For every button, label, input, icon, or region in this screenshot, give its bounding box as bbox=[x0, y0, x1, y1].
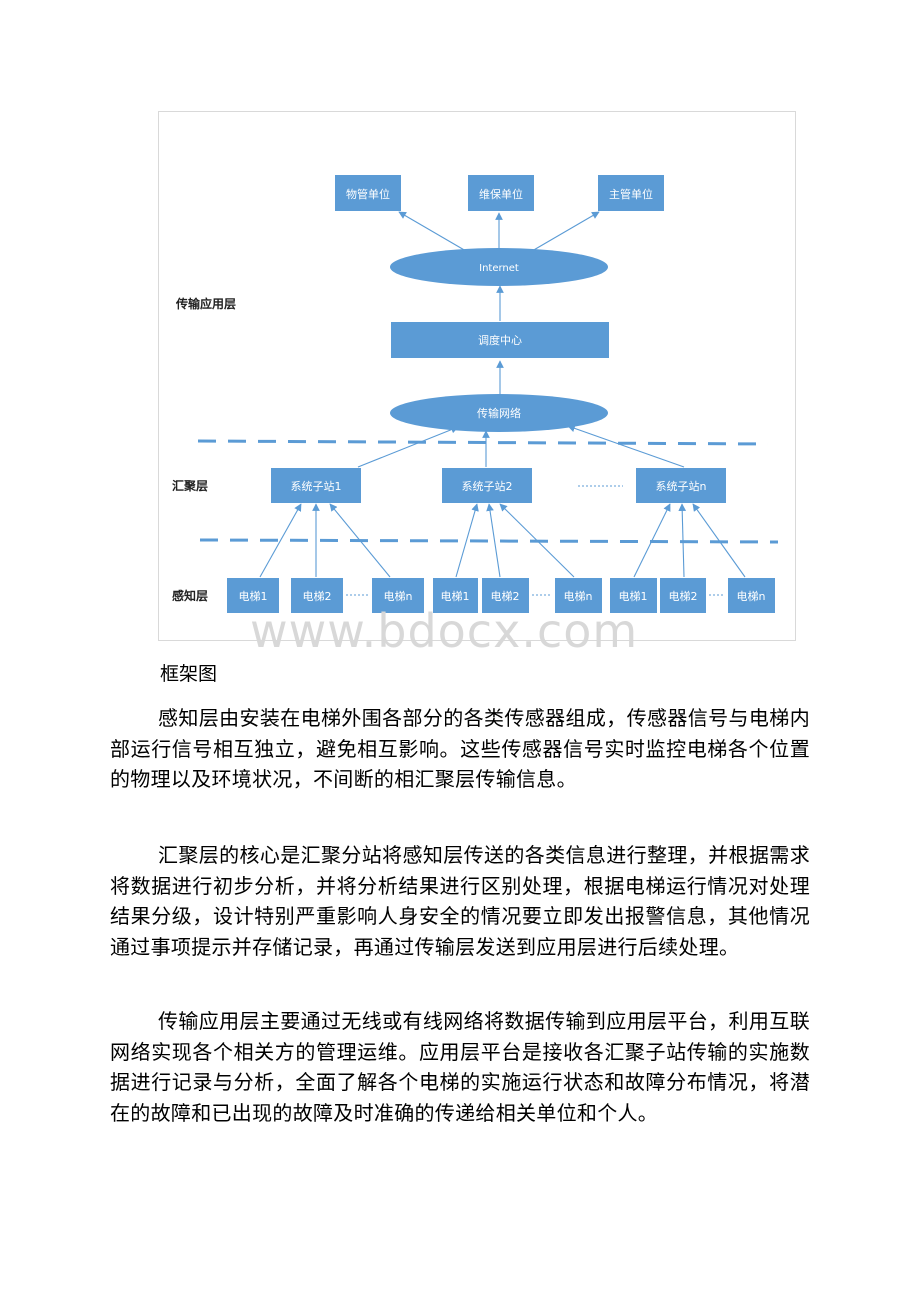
svg-text:系统子站n: 系统子站n bbox=[656, 479, 707, 493]
layer-label-aggregation: 汇聚层 bbox=[172, 479, 208, 493]
svg-text:电梯2: 电梯2 bbox=[491, 590, 520, 603]
layer-label-perception: 感知层 bbox=[172, 588, 208, 603]
svg-text:物管单位: 物管单位 bbox=[346, 187, 390, 201]
svg-text:电梯2: 电梯2 bbox=[669, 590, 698, 603]
top-box-authority: 主管单位 bbox=[598, 175, 664, 211]
svg-text:Internet: Internet bbox=[479, 263, 519, 274]
watermark: www.bdocx.com bbox=[250, 604, 639, 658]
elevator-node: 电梯2 bbox=[291, 578, 343, 613]
separator-upper bbox=[197, 439, 769, 446]
paragraph-aggregation: 汇聚层的核心是汇聚分站将感知层传送的各类信息进行整理，并根据需求将数据进行初步分… bbox=[110, 843, 810, 959]
substation-n: 系统子站n bbox=[636, 468, 726, 503]
svg-text:主管单位: 主管单位 bbox=[609, 187, 653, 201]
svg-text:电梯1: 电梯1 bbox=[619, 590, 648, 603]
separator-lower bbox=[199, 538, 779, 544]
svg-text:电梯n: 电梯n bbox=[564, 590, 593, 603]
layer-label-application: 传输应用层 bbox=[175, 296, 236, 311]
architecture-diagram: 传输应用层 汇聚层 感知层 物管单位 维保单位 主管单位 bbox=[158, 111, 796, 641]
svg-text:调度中心: 调度中心 bbox=[478, 333, 522, 347]
figure-caption: 框架图 bbox=[160, 663, 218, 685]
dispatch-center: 调度中心 bbox=[391, 322, 609, 358]
svg-text:维保单位: 维保单位 bbox=[479, 187, 523, 201]
svg-text:系统子站2: 系统子站2 bbox=[462, 479, 513, 493]
svg-text:电梯n: 电梯n bbox=[737, 590, 766, 603]
elevator-node: 电梯n bbox=[372, 578, 424, 613]
svg-text:电梯n: 电梯n bbox=[384, 590, 413, 603]
svg-text:电梯1: 电梯1 bbox=[239, 590, 268, 603]
svg-text:系统子站1: 系统子站1 bbox=[291, 479, 342, 493]
paragraph-application: 传输应用层主要通过无线或有线网络将数据传输到应用层平台，利用互联网络实现各个相关… bbox=[110, 1009, 810, 1125]
elevator-node: 电梯n bbox=[555, 578, 602, 613]
paragraph-perception: 感知层由安装在电梯外围各部分的各类传感器组成，传感器信号与电梯内部运行信号相互独… bbox=[110, 706, 810, 791]
substation-2: 系统子站2 bbox=[442, 468, 532, 503]
elevator-node: 电梯1 bbox=[433, 578, 478, 613]
elevator-node: 电梯1 bbox=[610, 578, 657, 613]
top-box-property: 物管单位 bbox=[335, 175, 401, 211]
internet-node: Internet bbox=[390, 248, 608, 286]
svg-text:电梯2: 电梯2 bbox=[303, 590, 332, 603]
svg-text:电梯1: 电梯1 bbox=[441, 590, 470, 603]
svg-text:传输网络: 传输网络 bbox=[477, 406, 521, 420]
elevator-node: 电梯2 bbox=[660, 578, 706, 613]
top-box-maintenance: 维保单位 bbox=[468, 175, 534, 211]
elevator-node: 电梯n bbox=[728, 578, 775, 613]
substation-1: 系统子站1 bbox=[271, 468, 361, 503]
elevator-node: 电梯1 bbox=[227, 578, 279, 613]
elevator-node: 电梯2 bbox=[482, 578, 529, 613]
transport-network-node: 传输网络 bbox=[390, 394, 608, 432]
